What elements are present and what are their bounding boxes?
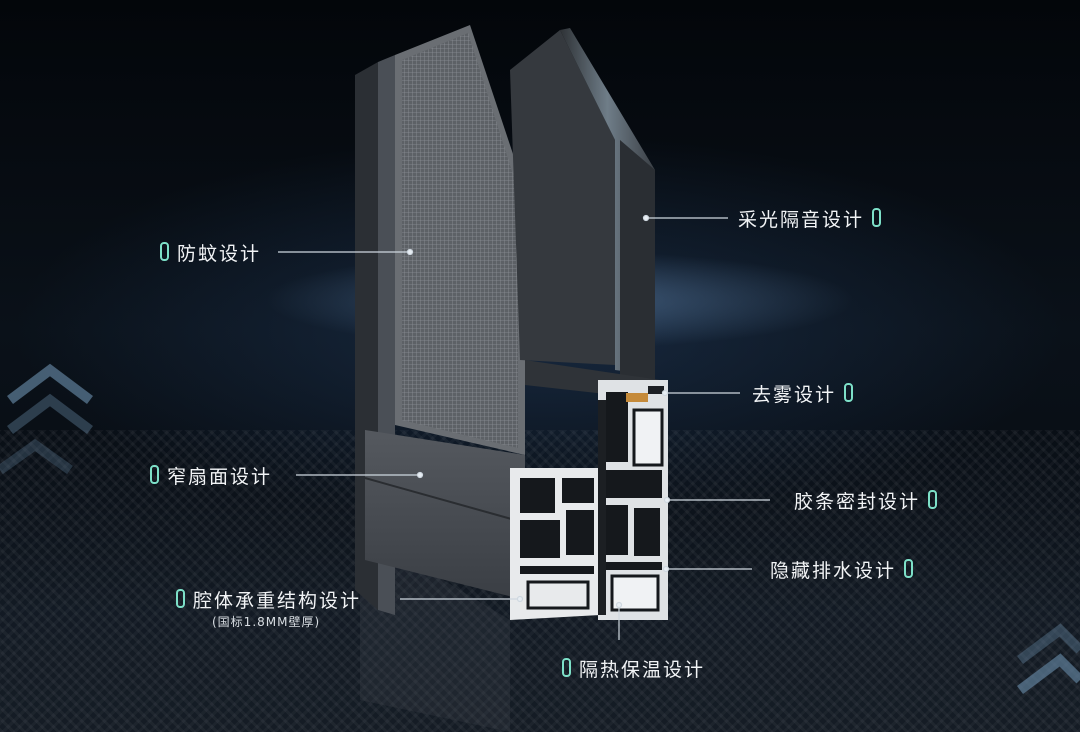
- window-reflection: [360, 530, 510, 732]
- pill-marker-icon: [928, 490, 938, 509]
- callout-gere: 隔热保温设计: [562, 658, 705, 680]
- pill-marker-icon: [904, 559, 914, 578]
- right-chevron-icon: [1017, 623, 1080, 694]
- profile-cross-section: [510, 380, 668, 620]
- callout-qiangti-sub: (国标1.8MM壁厚): [212, 615, 321, 629]
- callout-label: 防蚊设计: [177, 243, 262, 265]
- glass-pane-edge: [620, 140, 655, 380]
- callout-label: 腔体承重结构设计: [193, 590, 362, 612]
- callout-label: 去雾设计: [752, 384, 837, 406]
- callout-label: 隔热保温设计: [579, 659, 706, 681]
- callout-label: 胶条密封设计: [794, 491, 921, 513]
- callout-fangwen: 防蚊设计: [160, 242, 261, 264]
- callout-label: 窄扇面设计: [167, 466, 273, 488]
- callout-quwu: 去雾设计: [752, 383, 854, 406]
- pill-marker-icon: [176, 589, 185, 608]
- callout-zhaishan: 窄扇面设计: [150, 465, 272, 487]
- left-chevron-icon: [0, 363, 93, 475]
- callout-jiaotiao: 胶条密封设计: [794, 490, 938, 513]
- pill-marker-icon: [562, 658, 571, 677]
- pill-marker-icon: [872, 208, 882, 227]
- pill-marker-icon: [160, 242, 169, 261]
- callout-qiangti: 腔体承重结构设计: [176, 589, 361, 611]
- callout-yincang: 隐藏排水设计: [770, 559, 914, 582]
- glass-pane-back: [510, 30, 615, 365]
- pill-marker-icon: [150, 465, 159, 484]
- pill-marker-icon: [844, 383, 854, 402]
- screen-mesh: [402, 33, 518, 448]
- callout-label: 隐藏排水设计: [770, 560, 897, 582]
- callout-label: 采光隔音设计: [738, 209, 865, 231]
- callout-caiguang: 采光隔音设计: [738, 208, 882, 231]
- sash-frame: [365, 430, 525, 600]
